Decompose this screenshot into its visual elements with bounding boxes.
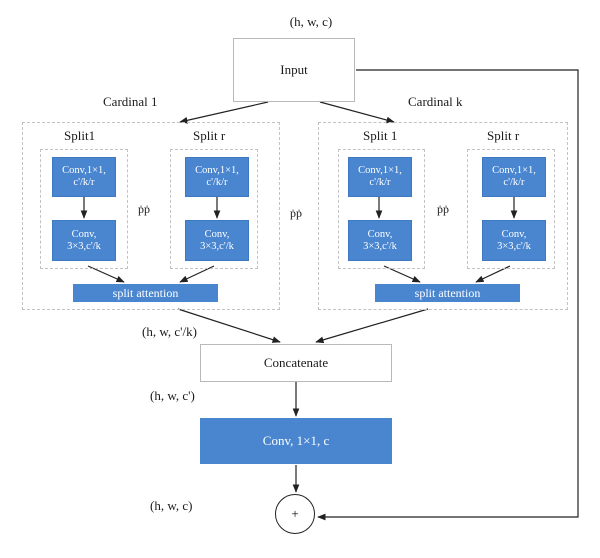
input-box: Input (233, 38, 355, 102)
arrow-input-to-cardinal-1 (179, 101, 269, 124)
final-conv-box: Conv, 1×1, c (200, 418, 392, 464)
split-r-label: Split r (487, 128, 520, 143)
dims-after-concat-label: (h, w, c') (150, 388, 195, 403)
conv-3x3-box: Conv,3×3,c'/k (185, 220, 249, 261)
top-dims-label: (h, w, c) (289, 14, 333, 29)
concatenate-box: Concatenate (200, 344, 392, 382)
conv-3x3-box: Conv,3×3,c'/k (482, 220, 546, 261)
split-1-group (338, 149, 425, 269)
arrow-input-to-cardinal-k (319, 101, 395, 124)
split-r-group (467, 149, 555, 269)
conv-1x1-box: Conv,1×1,c'/k/r (52, 157, 116, 197)
split-1-label: Split 1 (363, 128, 398, 143)
sum-node: + (275, 494, 315, 534)
conv-1x1-box: Conv,1×1,c'/k/r (185, 157, 249, 197)
dims-after-cardinal-label: (h, w, c'/k) (142, 324, 197, 339)
ellipsis: ṗṗ (437, 202, 449, 216)
conv-1x1-box: Conv,1×1,c'/k/r (482, 157, 546, 197)
arrow-residual (317, 69, 579, 521)
arrow-cardinal-k-to-concat (315, 308, 429, 344)
split-r-group (170, 149, 258, 269)
split-attention-box: split attention (375, 284, 520, 302)
split-r-label: Split r (193, 128, 226, 143)
cardinal-k-group (318, 122, 568, 310)
ellipsis-cardinals: ṗṗ (290, 206, 302, 220)
cardinal-k-title: Cardinal k (408, 94, 463, 109)
conv-3x3-box: Conv,3×3,c'/k (348, 220, 412, 261)
split-attention-box: split attention (73, 284, 218, 302)
conv-1x1-box: Conv,1×1,c'/k/r (348, 157, 412, 197)
split-1-label: Split1 (64, 128, 96, 143)
cardinal-1-title: Cardinal 1 (103, 94, 158, 109)
arrow-cardinal-1-to-concat (177, 308, 281, 343)
conv-3x3-box: Conv,3×3,c'/k (52, 220, 116, 261)
ellipsis: ṗṗ (138, 202, 150, 216)
split-1-group (40, 149, 128, 269)
cardinal-1-group (22, 122, 280, 310)
dims-after-final-label: (h, w, c) (150, 498, 193, 513)
